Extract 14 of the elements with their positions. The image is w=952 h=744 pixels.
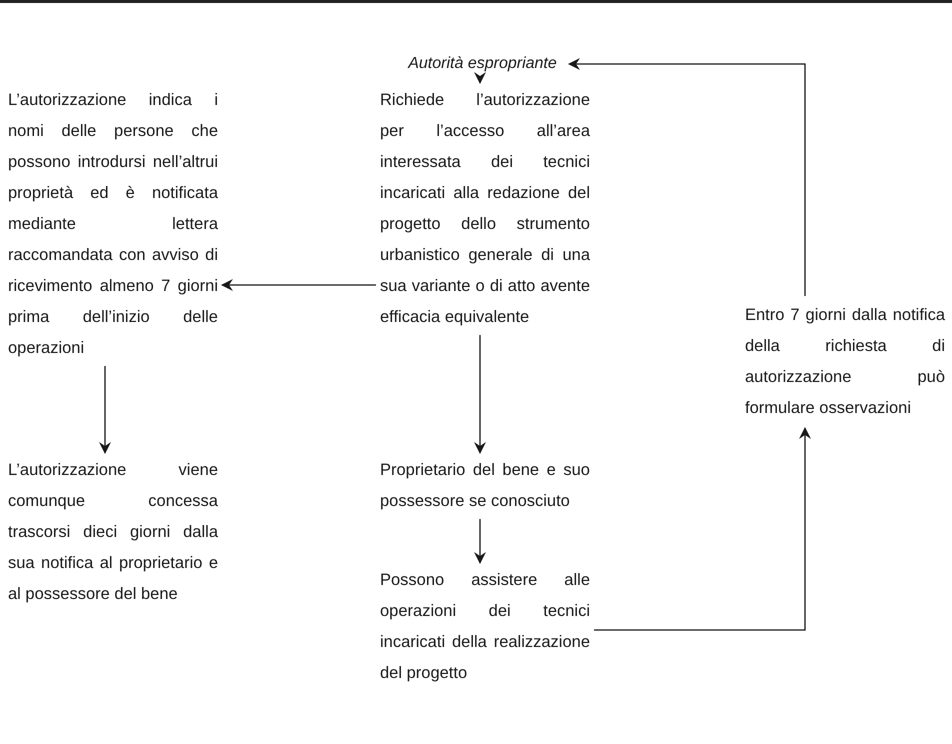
arrow [474, 335, 486, 454]
arrow [568, 58, 806, 296]
arrow [474, 519, 486, 564]
node-text: Richiede l’autorizzazione per l’accesso all’area interessata dei tecnici incaricati alla redazione del progetto dello strumento urbanistico generale di una sua variante o di atto avente efficacia equivalente [380, 90, 590, 328]
arrow [594, 427, 811, 631]
arrow [99, 366, 111, 454]
node-text: Proprietario del bene e suo possessore se conosciuto [380, 460, 590, 512]
node-text: L’autorizzazione viene comunque concessa trascorsi dieci giorni dalla sua notifica al proprietario e al possessore del bene [8, 460, 218, 605]
node-text: Possono assistere alle operazioni dei tecnici incaricati della realizzazione del progetto [380, 570, 590, 684]
arrow [221, 279, 376, 291]
node-text: L’autorizzazione indica i nomi delle persone che possono introdursi nell’altrui proprietà ed è notificata mediante lettera raccomandata con avviso di ricevimento almeno 7 giorni prima dell’inizio delle operazioni [8, 90, 218, 359]
arrow [474, 72, 486, 84]
node-text: Entro 7 giorni dalla notifica della richiesta di autorizzazione può formulare osservazioni [745, 305, 945, 419]
node-text: Autorità espropriante [406, 54, 558, 74]
